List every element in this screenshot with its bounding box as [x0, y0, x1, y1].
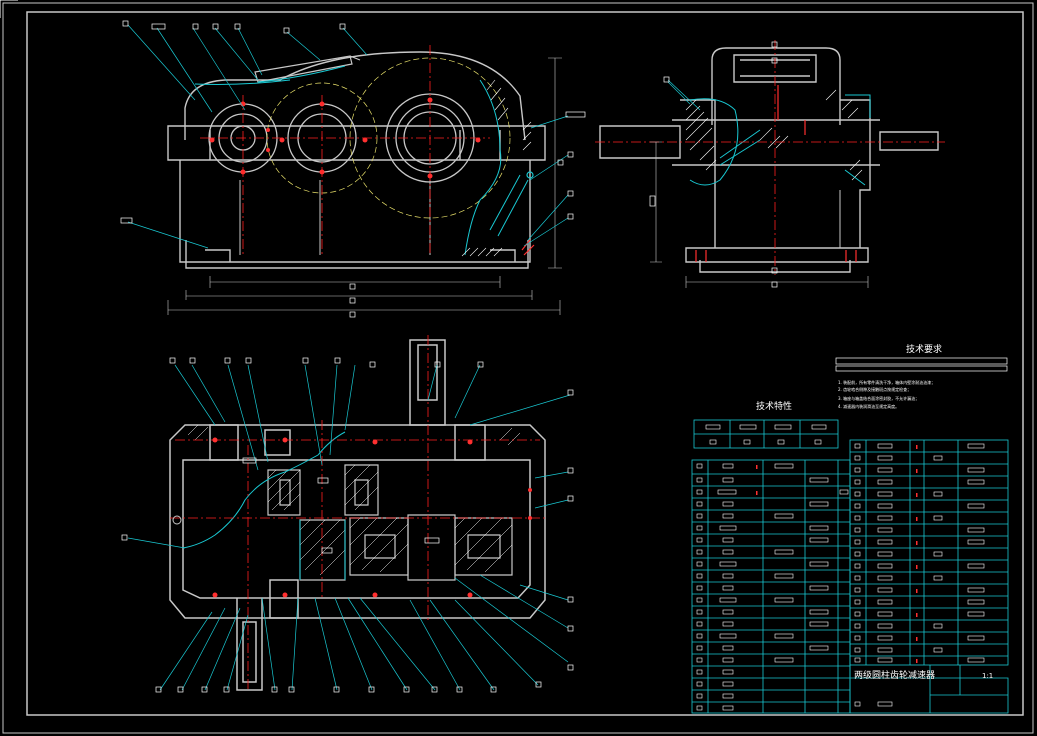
top-view-gears [267, 464, 513, 581]
top-view-bolts [172, 437, 532, 598]
front-view-breaklines [194, 65, 529, 256]
top-view-centerlines [170, 335, 545, 690]
front-view-balloons [120, 20, 586, 318]
front-view-dimensions [167, 57, 562, 315]
front-view-hatching [461, 79, 532, 257]
side-view-leaders [667, 79, 701, 111]
front-view [120, 20, 586, 318]
technical-characteristics: 技术特性 [693, 400, 839, 449]
side-view [595, 40, 945, 288]
top-view-breakline [182, 431, 346, 580]
top-view [121, 335, 574, 693]
tech-req-line-4: 4. 减速器内装润滑油至规定高度。 [838, 403, 899, 409]
side-view-housing [599, 47, 939, 273]
tech-req-title: 技术要求 [906, 343, 942, 355]
technical-requirements: 技术要求 1. 装配前，所有零件清洗干净，箱体内壁涂耐油油漆； 2. 齿轮啮合侧… [835, 343, 1008, 409]
side-view-dimensions [650, 141, 869, 288]
tech-req-line-2: 2. 齿轮啮合侧隙及接触斑点按规定检查； [838, 386, 911, 392]
tech-req-line-1: 1. 装配前，所有零件清洗干净，箱体内壁涂耐油油漆； [838, 379, 935, 385]
inspection-cover [254, 55, 361, 83]
front-view-centerlines [200, 45, 490, 255]
parts-list: 两级圆柱齿轮减速器 1:1 [691, 439, 1009, 714]
front-view-bolts [209, 97, 481, 179]
side-view-hatching [685, 89, 863, 181]
top-view-leaders [127, 364, 571, 691]
tech-char-title: 技术特性 [756, 400, 792, 412]
tech-req-line-3: 3. 箱座与箱盖结合面涂密封胶，不允许漏油； [838, 395, 919, 401]
side-view-bolts [695, 85, 857, 262]
front-view-leaders [127, 24, 569, 249]
top-view-hatching [187, 424, 521, 576]
title-block-name: 两级圆柱齿轮减速器 [854, 669, 935, 681]
oil-gauge [521, 171, 535, 256]
title-block-scale: 1:1 [982, 672, 993, 680]
side-view-breakline [689, 94, 871, 186]
top-view-balloons [121, 357, 574, 693]
side-view-balloons [649, 41, 778, 288]
